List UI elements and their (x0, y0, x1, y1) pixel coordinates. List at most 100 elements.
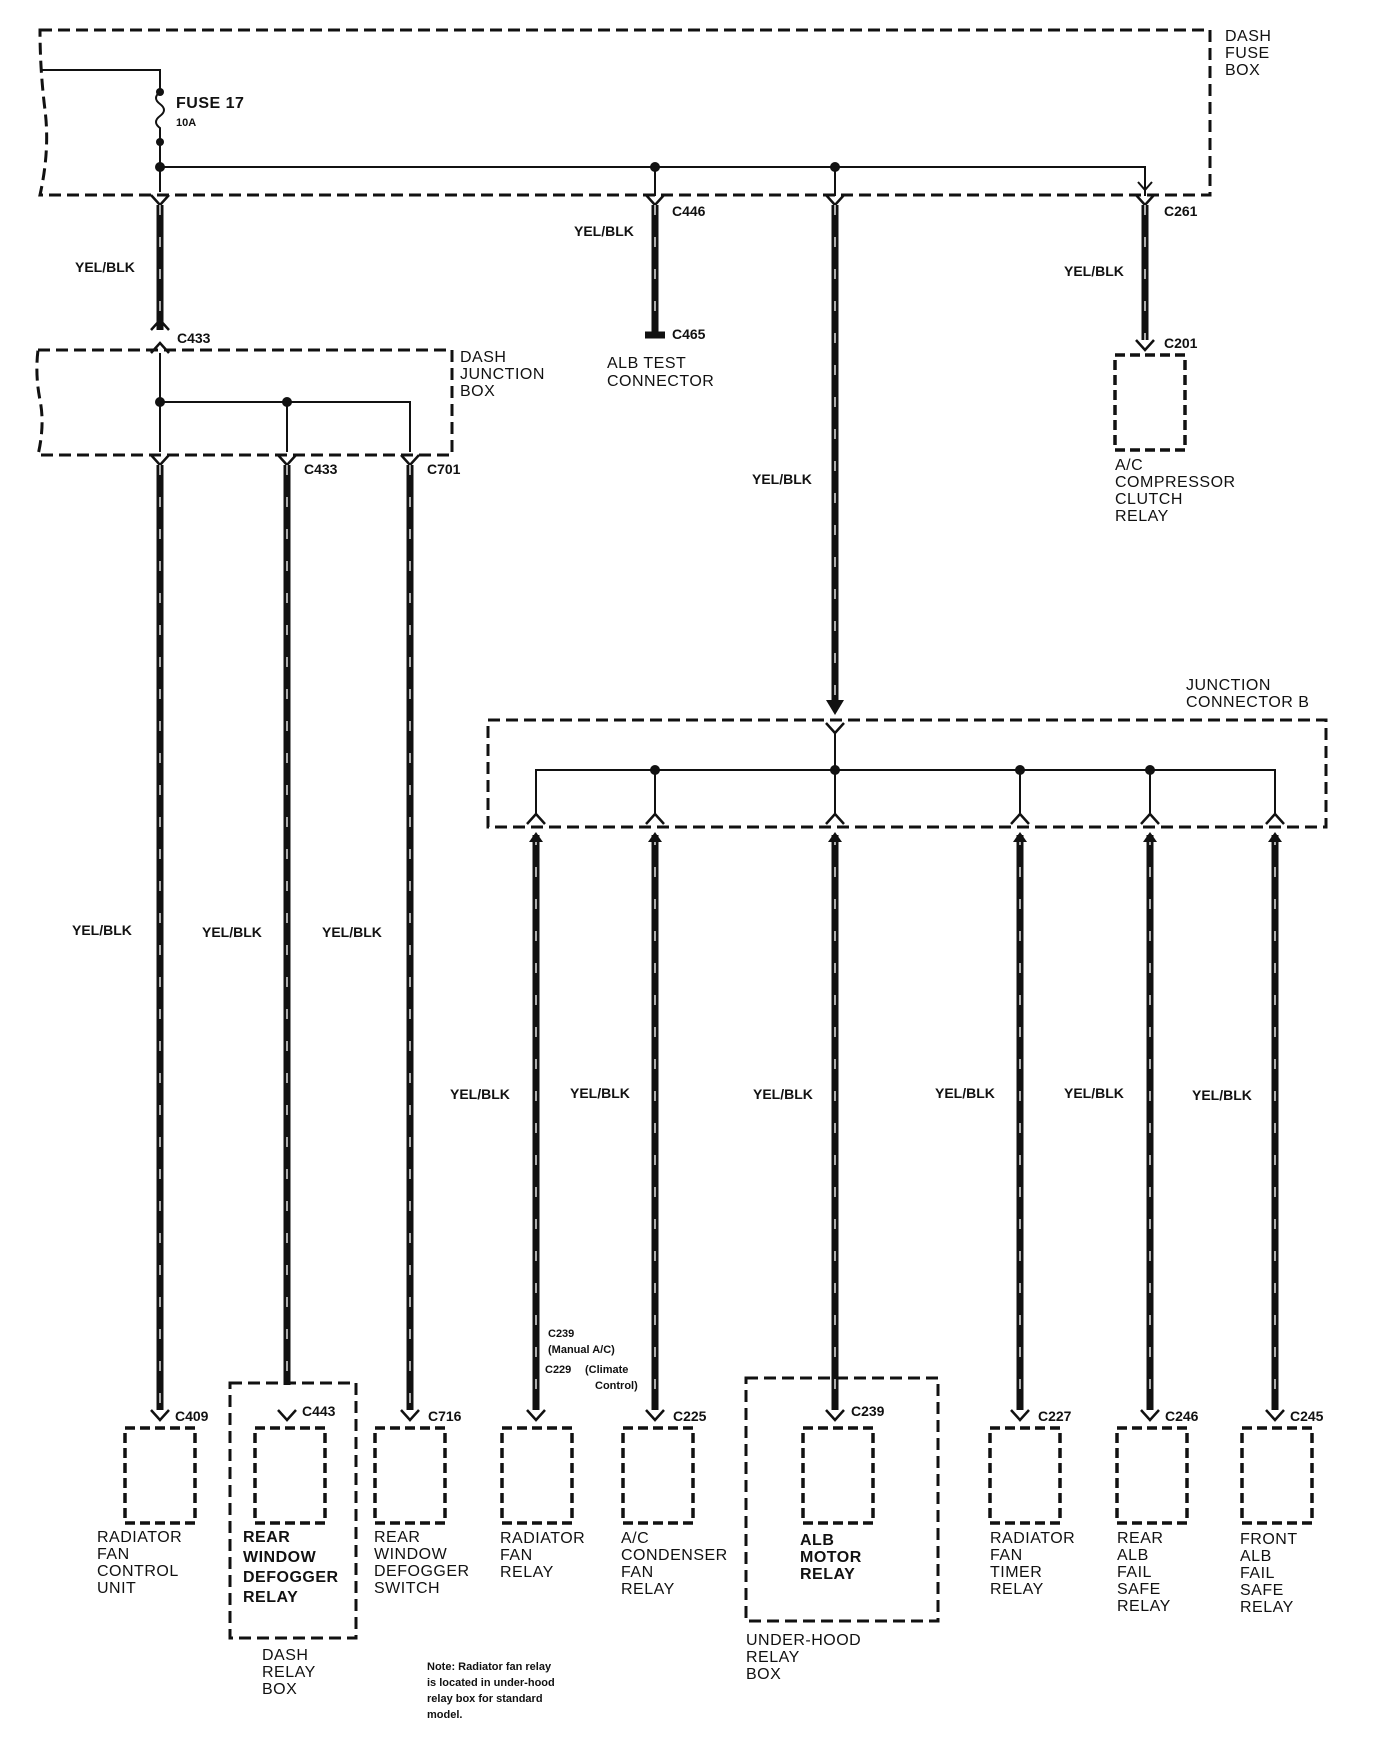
radiator-fan-control-unit-label-1: RADIATOR (97, 1529, 182, 1546)
note-line-3: relay box for standard (427, 1693, 543, 1705)
wire-color-label: YEL/BLK (322, 924, 382, 940)
wire-color-label: YEL/BLK (574, 223, 634, 239)
dash-fuse-box-label-2: FUSE (1225, 45, 1270, 62)
fuse-name: FUSE 17 (176, 95, 244, 112)
under-hood-relay-box: C239 ALB MOTOR RELAY UNDER-HOOD RELAY BO… (744, 1376, 940, 1683)
rear-alb-label-4: SAFE (1117, 1581, 1161, 1598)
ac-condenser-label-2: CONDENSER (621, 1547, 728, 1564)
note-line-2: is located in under-hood (427, 1677, 555, 1689)
under-hood-relay-box-label-2: RELAY (746, 1649, 800, 1666)
connector-c261: C261 (1164, 203, 1198, 219)
ac-condenser-label-1: A/C (621, 1530, 649, 1547)
front-alb-label-1: FRONT (1240, 1531, 1298, 1548)
note-climate-2: Control) (595, 1380, 638, 1392)
connector-c229: C229 (545, 1364, 571, 1376)
wire-to-defogger-switch: YEL/BLK (322, 465, 414, 1410)
dash-junction-box-label-1: DASH (460, 349, 506, 366)
dash-relay-box-label-2: RELAY (262, 1664, 316, 1681)
defogger-relay-label-4: RELAY (243, 1589, 298, 1606)
defogger-switch-label-1: REAR (374, 1529, 420, 1546)
connector-c239: C239 (851, 1403, 885, 1419)
radiator-fan-timer-relay: C227 RADIATOR FAN TIMER RELAY (988, 1408, 1075, 1598)
wire-to-rear-alb-fail-safe-relay: YEL/BLK (1064, 832, 1157, 1410)
ac-condenser-label-3: FAN (621, 1564, 654, 1581)
dash-junction-box: DASH JUNCTION BOX C433 C701 (35, 348, 545, 477)
connector-c433-out: C433 (304, 461, 338, 477)
ac-compressor-label-4: RELAY (1115, 508, 1169, 525)
rear-alb-fail-safe-relay: C246 REAR ALB FAIL SAFE RELAY (1115, 1408, 1199, 1615)
wire-color-label: YEL/BLK (72, 922, 132, 938)
note-line-1: Note: Radiator fan relay (427, 1661, 552, 1673)
rear-window-defogger-switch: C716 REAR WINDOW DEFOGGER SWITCH (373, 1408, 470, 1597)
connector-c201: C201 (1164, 335, 1198, 351)
note-manual-ac: (Manual A/C) (548, 1344, 615, 1356)
rear-alb-label-2: ALB (1117, 1547, 1149, 1564)
radiator-fan-timer-relay-label-4: RELAY (990, 1581, 1044, 1598)
dash-junction-box-label-3: BOX (460, 383, 495, 400)
defogger-switch-label-3: DEFOGGER (374, 1563, 470, 1580)
front-alb-label-4: SAFE (1240, 1582, 1284, 1599)
dash-junction-box-label-2: JUNCTION (460, 366, 545, 383)
junction-connector-b: JUNCTION CONNECTOR B (486, 677, 1328, 829)
rear-alb-label-3: FAIL (1117, 1564, 1152, 1581)
connector-c701: C701 (427, 461, 461, 477)
wire-to-alb-test: YEL/BLK C465 ALB TEST CONNECTOR (574, 205, 714, 390)
connector-c443: C443 (302, 1403, 336, 1419)
front-alb-fail-safe-relay: C245 FRONT ALB FAIL SAFE RELAY (1240, 1408, 1324, 1616)
fuse-17: FUSE 17 10A (40, 69, 244, 146)
radiator-fan-relay: C239 (Manual A/C) C229 (Climate Control)… (500, 1328, 638, 1581)
alb-motor-relay-label-3: RELAY (800, 1566, 855, 1583)
alb-motor-relay-label-1: ALB (800, 1532, 834, 1549)
dash-relay-box-label-1: DASH (262, 1647, 308, 1664)
ac-condenser-label-4: RELAY (621, 1581, 675, 1598)
radiator-fan-relay-label-2: FAN (500, 1547, 533, 1564)
wire-color-label: YEL/BLK (753, 1086, 813, 1102)
connector-c409: C409 (175, 1408, 209, 1424)
note-climate-1: (Climate (585, 1364, 628, 1376)
radiator-fan-control-unit: C409 RADIATOR FAN CONTROL UNIT (97, 1408, 209, 1597)
fuse-rating: 10A (176, 117, 196, 129)
alb-test-connector-label-2: CONNECTOR (607, 373, 714, 390)
wire-to-ac-compressor: YEL/BLK C201 A/C COMPRESSOR CLUTCH RELAY (1064, 205, 1235, 525)
ac-compressor-label-3: CLUTCH (1115, 491, 1183, 508)
connector-c225: C225 (673, 1408, 707, 1424)
connector-c246: C246 (1165, 1408, 1199, 1424)
note-line-4: model. (427, 1709, 462, 1721)
connector-c239-manual: C239 (548, 1328, 574, 1340)
dash-relay-box-label-3: BOX (262, 1681, 297, 1698)
connector-c446: C446 (672, 203, 706, 219)
wire-color-label: YEL/BLK (570, 1085, 630, 1101)
dash-fuse-box-label-1: DASH (1225, 28, 1271, 45)
alb-test-connector-label-1: ALB TEST (607, 355, 686, 372)
wire-to-junction-connector-b: YEL/BLK (752, 205, 844, 715)
connector-c433-in: C433 (177, 330, 211, 346)
wire-to-front-alb-fail-safe-relay: YEL/BLK (1192, 832, 1282, 1410)
wire-color-label: YEL/BLK (752, 471, 812, 487)
rear-alb-label-1: REAR (1117, 1530, 1163, 1547)
wire-color-label: YEL/BLK (1064, 1085, 1124, 1101)
note: Note: Radiator fan relay is located in u… (427, 1661, 555, 1721)
alb-motor-relay-label-2: MOTOR (800, 1549, 862, 1566)
connector-c245: C245 (1290, 1408, 1324, 1424)
wire-to-alb-motor-relay: YEL/BLK (753, 832, 842, 1410)
junction-connector-b-label-1: JUNCTION (1186, 677, 1271, 694)
ac-condenser-fan-relay: C225 A/C CONDENSER FAN RELAY (621, 1408, 728, 1598)
connector-c227: C227 (1038, 1408, 1072, 1424)
radiator-fan-relay-label-1: RADIATOR (500, 1530, 585, 1547)
connector-c465: C465 (672, 326, 706, 342)
alb-motor-relay (801, 1426, 875, 1525)
rear-window-defogger-relay (253, 1426, 327, 1525)
wire-color-label: YEL/BLK (1192, 1087, 1252, 1103)
front-alb-label-5: RELAY (1240, 1599, 1294, 1616)
front-alb-label-2: ALB (1240, 1548, 1272, 1565)
defogger-relay-label-3: DEFOGGER (243, 1569, 339, 1586)
defogger-switch-label-4: SWITCH (374, 1580, 440, 1597)
wire-to-radiator-fan-timer-relay: YEL/BLK (935, 832, 1027, 1410)
under-hood-relay-box-label-3: BOX (746, 1666, 781, 1683)
dash-fuse-box-label-3: BOX (1225, 62, 1260, 79)
wire-to-defogger-relay: YEL/BLK (202, 465, 291, 1385)
wire-color-label: YEL/BLK (1064, 263, 1124, 279)
radiator-fan-control-unit-label-2: FAN (97, 1546, 130, 1563)
wire-color-label: YEL/BLK (935, 1085, 995, 1101)
